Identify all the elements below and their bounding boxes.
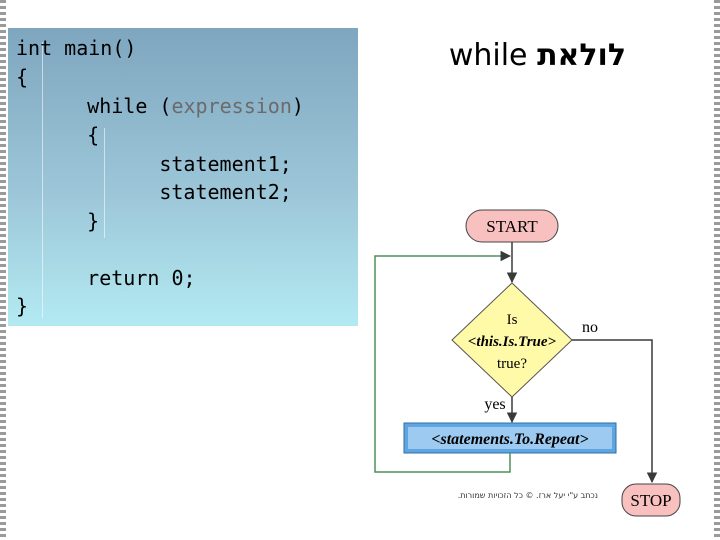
- no-label: no: [582, 319, 598, 336]
- start-label: START: [486, 217, 538, 236]
- code-line-close-brace: }: [16, 294, 29, 318]
- copyright-note: נכתב ע"י יעל ארז. © כל הזכויות שמורות.: [457, 491, 598, 500]
- while-open-paren: (: [159, 94, 172, 118]
- code-line-while: while (expression): [39, 94, 304, 118]
- indent-guide: [42, 42, 43, 318]
- stop-terminal: [621, 483, 681, 517]
- while-keyword: while: [39, 94, 160, 118]
- arrow-loop-back: [374, 250, 512, 473]
- indent-guide: [104, 128, 105, 238]
- body-label: <statements.To.Repeat>: [431, 431, 588, 448]
- while-close-paren: ): [291, 94, 304, 118]
- yes-label: yes: [484, 396, 505, 413]
- code-line-while-open-brace: {: [39, 123, 100, 147]
- while-expression: expression: [171, 94, 292, 118]
- code-line-while-close-brace: }: [39, 209, 100, 233]
- decision-line-2: <this.Is.True>: [468, 334, 557, 350]
- left-border-decoration: [0, 0, 6, 540]
- body-box-inner: [408, 427, 612, 449]
- arrow-no-to-stop: [572, 339, 658, 484]
- code-line-statement1: statement1;: [63, 152, 292, 176]
- code-line-return: return 0;: [39, 266, 196, 290]
- title-hebrew: לולאת: [537, 38, 626, 73]
- slide-title: while לולאת: [426, 38, 626, 73]
- decision-line-3: true?: [497, 356, 527, 372]
- code-line-statement2: statement2;: [63, 180, 292, 204]
- decision-line-1: Is: [507, 312, 518, 328]
- code-line-main: int main(): [16, 36, 137, 60]
- title-keyword: while: [448, 38, 528, 73]
- stop-label: STOP: [630, 491, 671, 510]
- code-line-open-brace: {: [16, 65, 29, 89]
- right-border-decoration: [714, 0, 720, 540]
- code-panel: int main() { while (expression) { statem…: [8, 28, 358, 326]
